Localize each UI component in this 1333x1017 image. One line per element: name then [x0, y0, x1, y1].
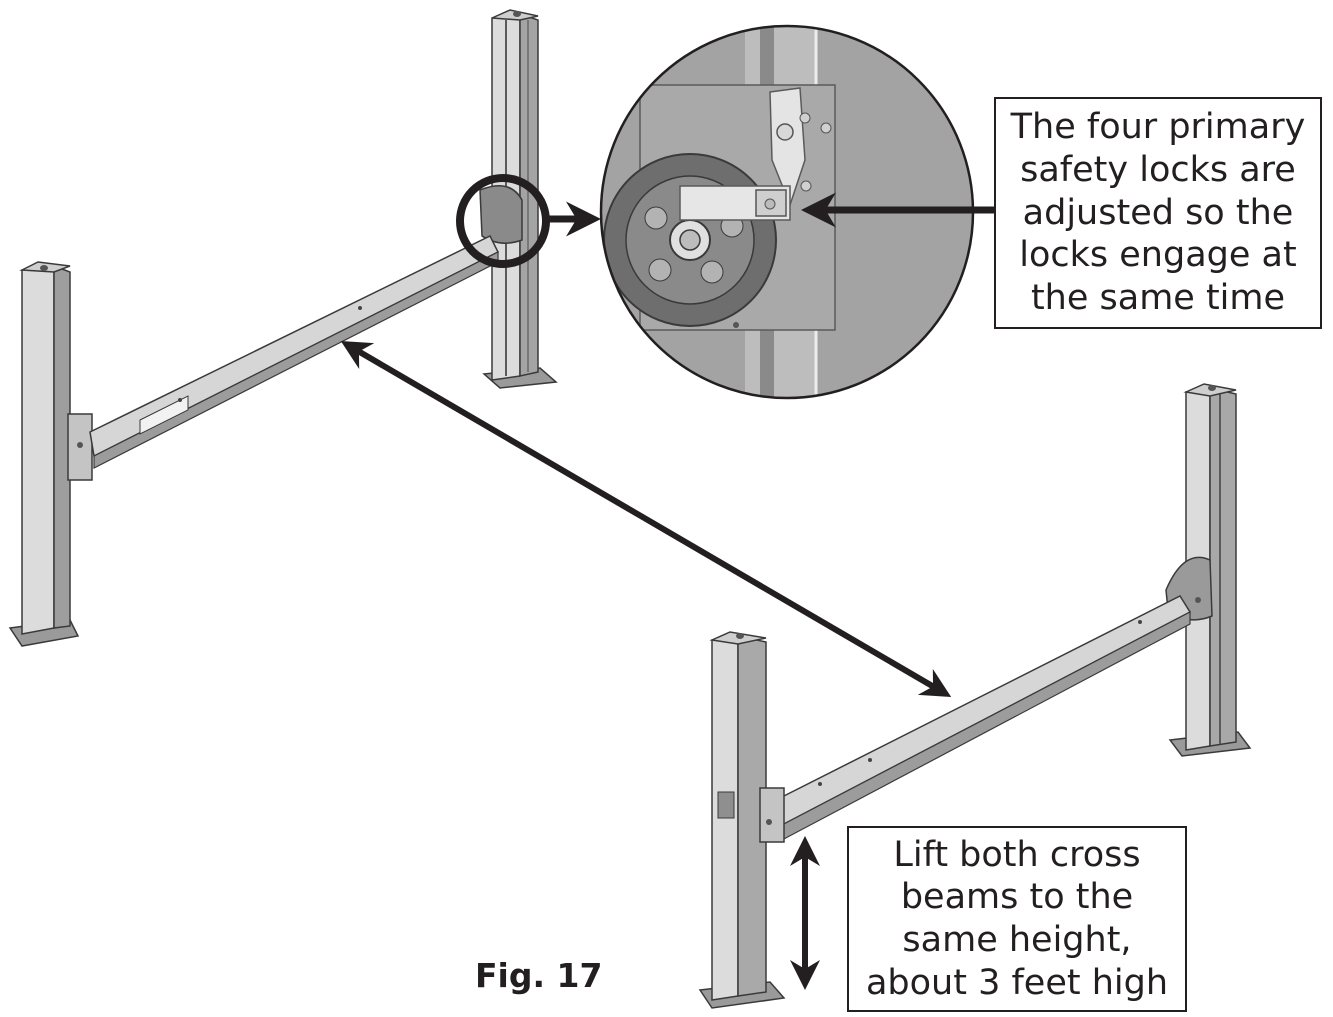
callout-line: safety locks are [1020, 149, 1296, 190]
figure-label: Fig. 17 [475, 956, 603, 995]
back-cross-beam [89, 234, 500, 469]
safety-lock-detail [599, 18, 975, 410]
diagonal-double-arrow [340, 340, 952, 698]
callout-line: locks engage at [1019, 235, 1297, 276]
callout-line: the same time [1030, 278, 1286, 319]
beam-height-callout: Lift both cross beams to the same height… [847, 826, 1187, 1012]
back-left-post [8, 261, 93, 647]
lock-highlight-circle [456, 174, 550, 268]
back-right-post [479, 9, 558, 389]
callout-line: Lift both cross [893, 834, 1141, 875]
callout-line: The four primary [1010, 107, 1306, 148]
callout-line: same height, [902, 920, 1132, 960]
callout-arrows [340, 192, 994, 990]
front-left-post [698, 631, 786, 1009]
callout-line: about 3 feet high [865, 962, 1169, 1003]
callout-line: beams to the [900, 877, 1134, 918]
callout-line: adjusted so the [1022, 192, 1294, 233]
front-cross-beam [771, 595, 1192, 841]
safety-locks-callout: The four primary safety locks are adjust… [994, 97, 1322, 329]
front-right-post [1165, 383, 1252, 757]
